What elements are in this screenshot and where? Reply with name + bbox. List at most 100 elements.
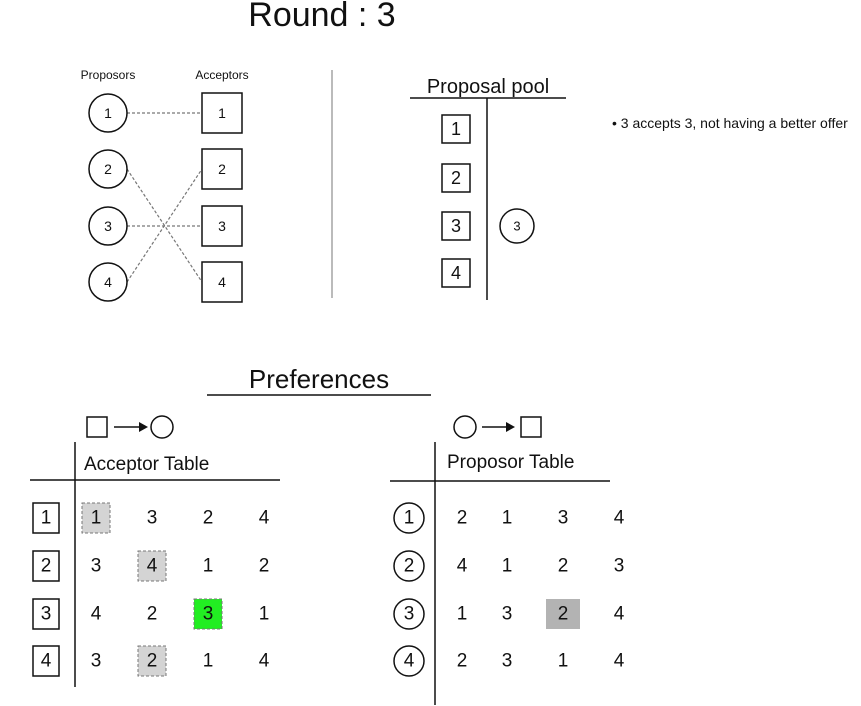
acceptor-row-id-box — [32, 598, 60, 630]
preferences-title: Preferences — [249, 364, 389, 394]
proposor-pref-cell-rejected: 1 — [457, 604, 468, 625]
acceptor-pref-cell: 3 — [203, 604, 214, 625]
status-note: • 3 accepts 3, not having a better offer — [612, 115, 848, 131]
acceptors-label: Acceptors — [195, 68, 248, 82]
proposing-cell-highlight — [546, 599, 580, 629]
acceptor-pref-cell: 2 — [147, 604, 158, 625]
acceptor-pref-cell: 1 — [91, 508, 102, 529]
acceptor-direction-legend — [86, 415, 174, 439]
acceptor-pref-cell: 1 — [259, 604, 270, 625]
acceptor-pref-cell: 3 — [91, 556, 102, 577]
acceptor-pref-cell: 3 — [91, 651, 102, 672]
acceptor-pref-cell: 1 — [203, 556, 214, 577]
pool-acceptor-box — [441, 163, 471, 193]
proposer-node — [88, 206, 128, 246]
acceptor-row-id-box — [32, 502, 60, 534]
proposor-pref-cell: 4 — [614, 508, 625, 529]
proposal-pool: Proposal pool 1 2 3 4 3 — [410, 76, 566, 300]
accepted-cell-highlight — [193, 598, 223, 630]
current-match-highlight — [137, 550, 167, 582]
proposer-node — [88, 149, 128, 189]
pool-acceptor-label: 3 — [451, 216, 461, 236]
proposor-row-id-circle — [393, 598, 425, 630]
acceptor-node-label: 3 — [218, 218, 226, 234]
acceptor-row-id-box — [32, 645, 60, 677]
square-icon — [520, 416, 542, 438]
proposor-pref-cell: 2 — [558, 556, 569, 577]
proposor-pref-cell-rejected: 1 — [502, 508, 513, 529]
proposer-node — [88, 262, 128, 302]
acceptor-pref-cell: 4 — [259, 508, 270, 529]
proposor-pref-cell: 1 — [502, 556, 513, 577]
proposor-row-id: 3 — [404, 604, 415, 625]
acceptor-node — [201, 205, 243, 247]
acceptor-row-id-box — [32, 550, 60, 582]
proposer-node-label: 1 — [104, 105, 112, 121]
proposor-pref-cell-rejected: 3 — [502, 604, 513, 625]
square-icon — [86, 416, 108, 438]
pool-acceptor-box — [441, 211, 471, 241]
proposer-node-label: 3 — [104, 218, 112, 234]
proposor-pref-cell-rejected: 4 — [457, 556, 468, 577]
pool-acceptor-box — [441, 114, 471, 144]
proposor-pref-cell: 3 — [614, 556, 625, 577]
round-title: Round : 3 — [248, 0, 395, 34]
acceptor-pref-cell: 2 — [259, 556, 270, 577]
proposor-table-title: Proposor Table — [447, 452, 574, 473]
circle-icon — [453, 415, 477, 439]
proposors-label: Proposors — [81, 68, 136, 82]
pool-acceptor-label: 4 — [451, 263, 461, 283]
proposor-pref-cell: 4 — [614, 651, 625, 672]
acceptor-node — [201, 92, 243, 134]
pool-acceptor-box — [441, 258, 471, 288]
proposal-pool-title: Proposal pool — [427, 76, 549, 98]
current-match-highlight — [81, 502, 111, 534]
acceptor-pref-cell: 2 — [203, 508, 214, 529]
proposor-row-id: 2 — [404, 556, 415, 577]
acceptor-pref-cell: 4 — [147, 556, 158, 577]
acceptor-row-id: 3 — [41, 604, 52, 625]
acceptor-node-label: 2 — [218, 161, 226, 177]
acceptor-node-label: 4 — [218, 274, 226, 290]
acceptor-row-id: 1 — [41, 508, 52, 529]
acceptor-node-label: 1 — [218, 105, 226, 121]
proposor-pref-cell-rejected: 2 — [457, 651, 468, 672]
acceptor-row-id: 2 — [41, 556, 52, 577]
acceptor-pref-cell: 4 — [259, 651, 270, 672]
proposor-row-id-circle — [393, 502, 425, 534]
arrowhead-icon — [139, 422, 148, 432]
proposor-row-id: 4 — [404, 651, 415, 672]
current-match-highlight — [137, 645, 167, 677]
proposer-node-label: 2 — [104, 161, 112, 177]
proposor-direction-legend — [453, 415, 542, 439]
acceptor-row-id: 4 — [41, 651, 52, 672]
acceptor-node — [201, 261, 243, 303]
arrowhead-icon — [506, 422, 515, 432]
proposal-pool-items: 1 2 3 4 3 — [441, 114, 535, 288]
match-edge — [126, 168, 203, 283]
proposor-pref-cell: 4 — [614, 604, 625, 625]
pool-acceptor-label: 1 — [451, 119, 461, 139]
acceptor-pref-cell: 2 — [147, 651, 158, 672]
pool-acceptor-label: 2 — [451, 168, 461, 188]
acceptor-pref-cell: 4 — [91, 604, 102, 625]
proposor-row-id: 1 — [404, 508, 415, 529]
proposor-pref-cell: 1 — [558, 651, 569, 672]
acceptor-node — [201, 148, 243, 190]
proposer-node — [88, 93, 128, 133]
pool-proposer-label: 3 — [513, 219, 520, 234]
acceptor-pref-cell: 1 — [203, 651, 214, 672]
acceptor-table-title: Acceptor Table — [84, 454, 209, 475]
circle-icon — [150, 415, 174, 439]
proposor-row-id-circle — [393, 550, 425, 582]
matching-edges — [126, 112, 203, 283]
pool-proposer-node — [499, 208, 535, 244]
proposor-pref-cell-rejected: 2 — [457, 508, 468, 529]
